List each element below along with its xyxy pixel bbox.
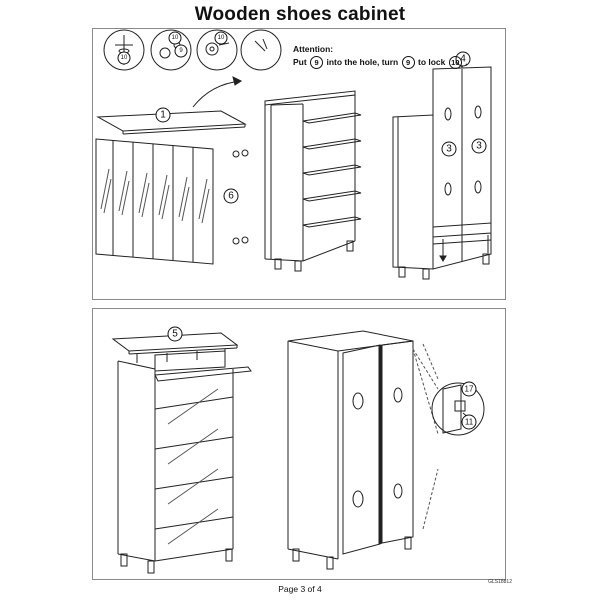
attention-note: Attention: Put 9 into the hole, turn 9 t… [293, 43, 468, 69]
part-9-badge: 9 [310, 56, 324, 69]
callout-10-b: 10 [172, 35, 179, 41]
bottom-panel-drawing: 5 17 11 [111, 326, 485, 574]
callout-10-a: 10 [121, 55, 128, 61]
part-17-label: 17 [465, 385, 474, 394]
assembly-panel-top: 10 10 9 10 1 6 4 3 3 Attention: Put 9 in… [92, 28, 506, 300]
attention-instruction: Put 9 into the hole, turn 9 to lock 10 . [293, 56, 468, 69]
callout-10-c: 10 [218, 35, 225, 41]
callout-9: 9 [179, 48, 183, 54]
part-6-label: 6 [228, 191, 234, 202]
part-3-label-left: 3 [446, 144, 452, 155]
part-4-label: 4 [460, 54, 466, 65]
part-10-badge: 10 [448, 56, 462, 69]
page-title: Wooden shoes cabinet [194, 4, 406, 25]
document-code: GLS18812 [488, 579, 512, 585]
part-9-badge-2: 9 [401, 56, 415, 69]
detail-circle-4 [240, 29, 282, 71]
assembly-panel-bottom: 5 17 11 [92, 308, 506, 580]
page-number: Page 3 of 4 [278, 584, 322, 594]
attention-heading: Attention: [293, 44, 334, 54]
detail-circle-3 [196, 29, 238, 71]
part-3-label-right: 3 [476, 141, 482, 152]
part-1-label: 1 [160, 110, 166, 121]
part-5-label: 5 [172, 329, 178, 340]
part-11-label: 11 [465, 418, 474, 427]
top-panel-drawing: 10 10 9 10 1 6 4 3 3 [95, 29, 492, 280]
